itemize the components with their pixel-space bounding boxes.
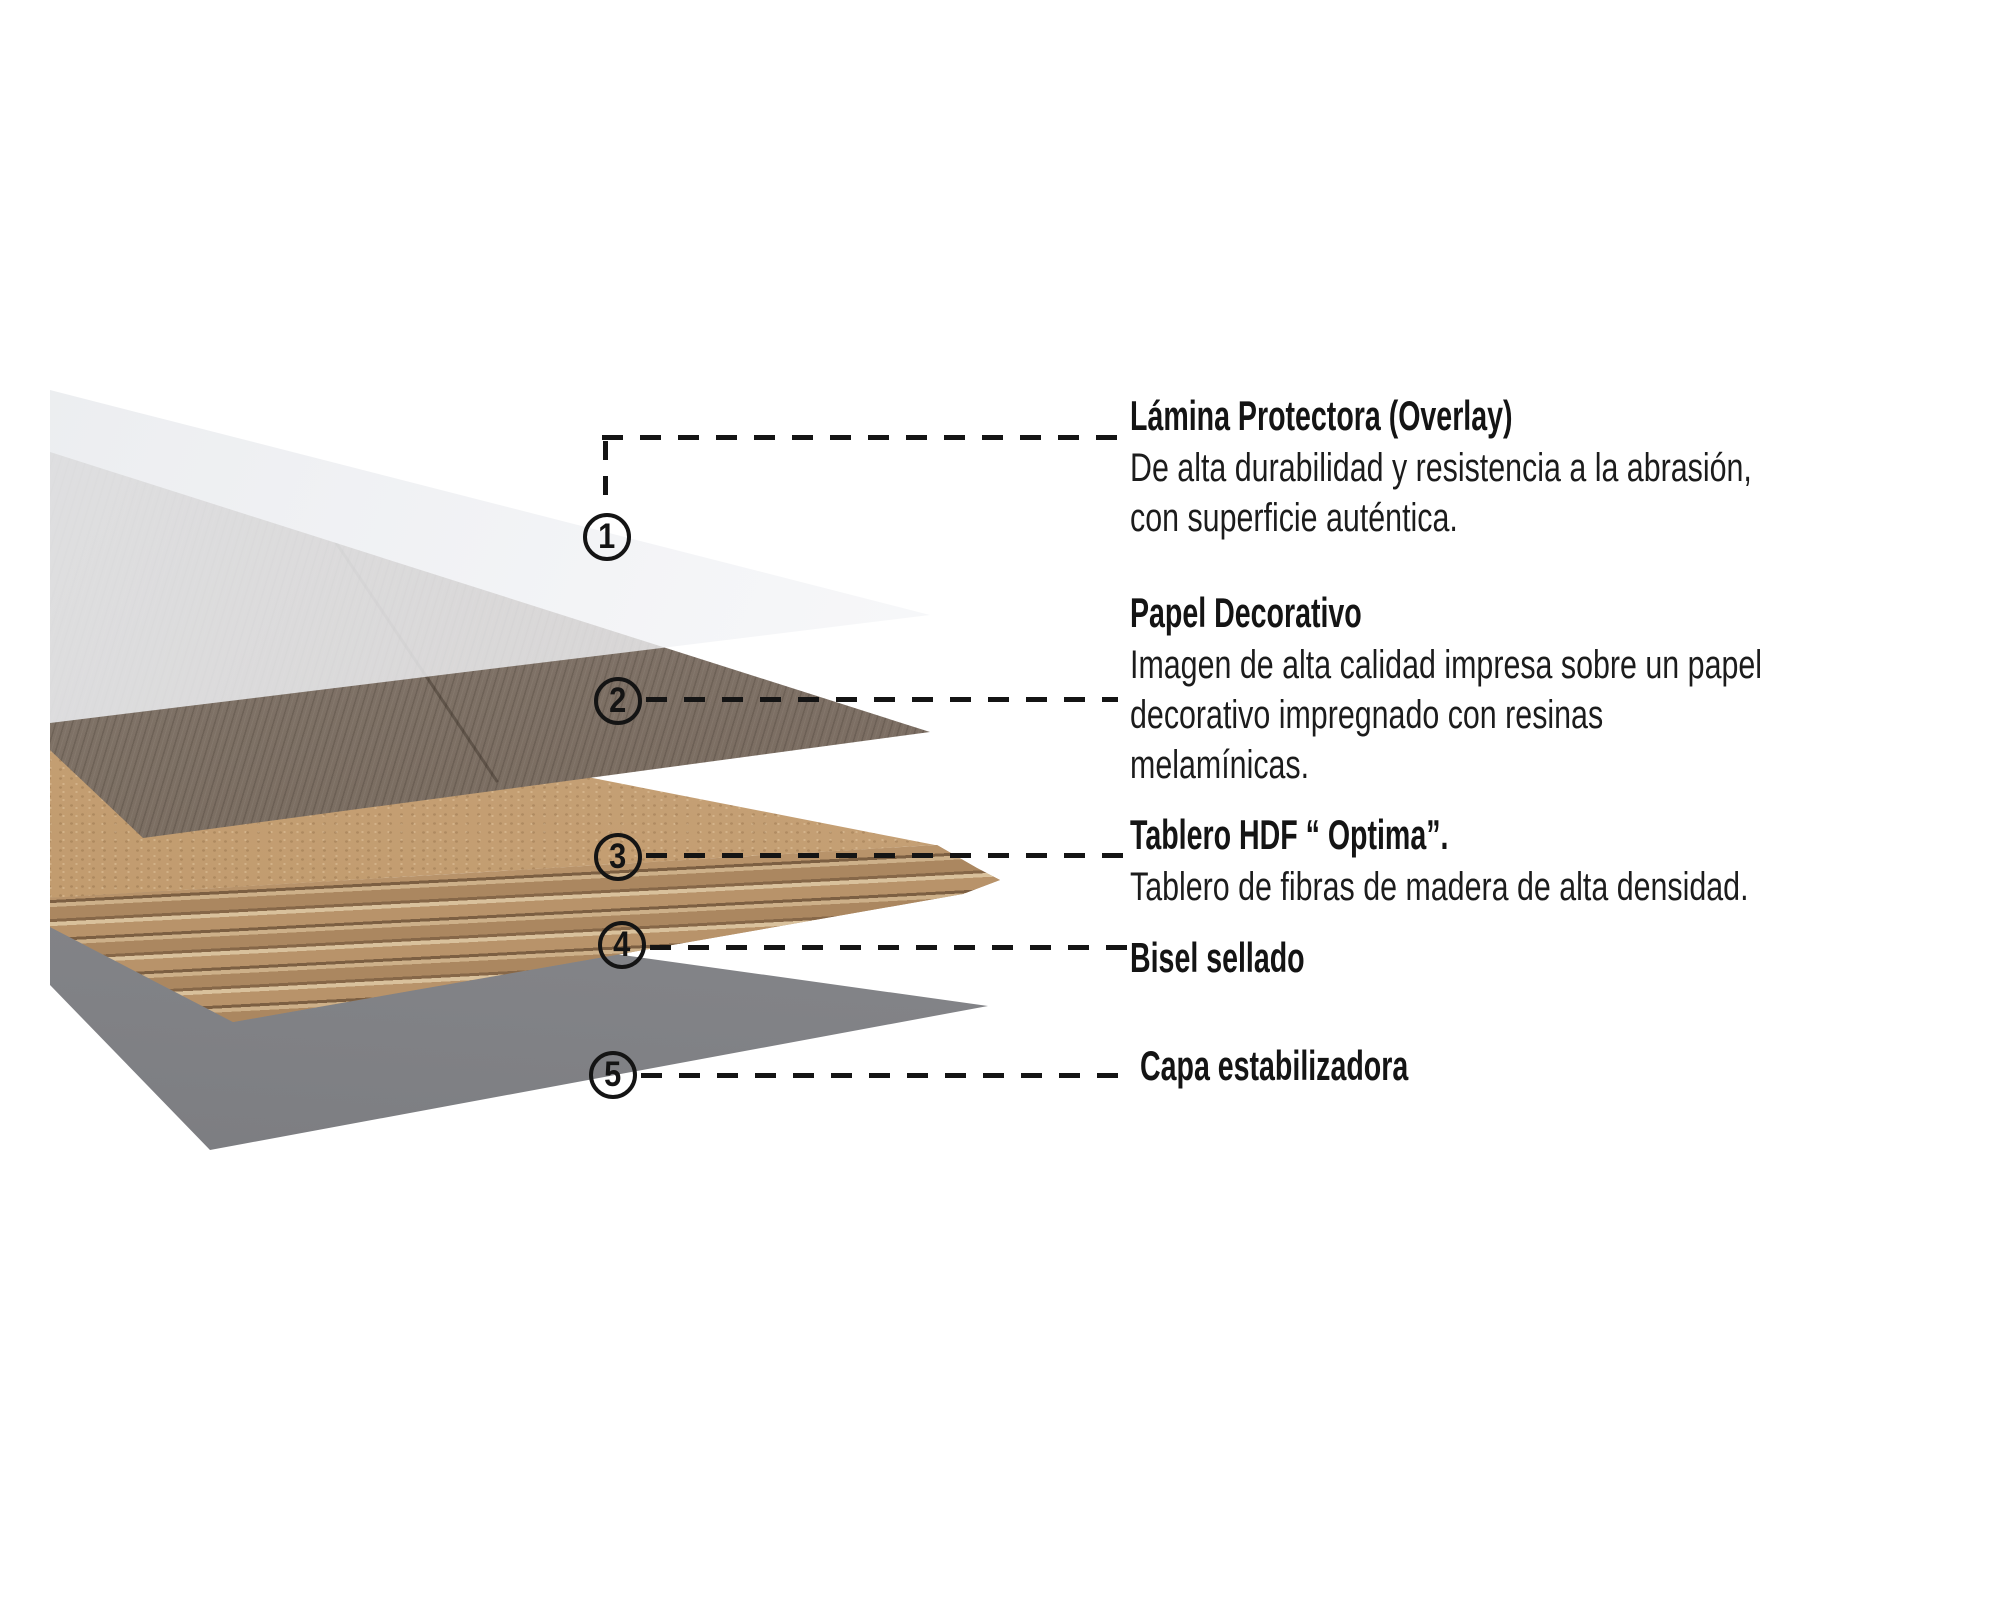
label-3-title: Tablero HDF “ Optima”. <box>1130 811 1449 858</box>
callout-number-2: 2 <box>609 681 627 720</box>
label-2-description: Imagen de alta calidad impresa sobre un … <box>1130 643 1763 787</box>
label-5-title: Capa estabilizadora <box>1140 1042 1409 1089</box>
callout-circle-5: 5 <box>589 1051 637 1099</box>
label-papel-decorativo: Papel Decorativo Imagen de alta calidad … <box>1130 586 1962 790</box>
callout-number-4: 4 <box>613 925 631 964</box>
leader-line-1-vertical <box>603 441 608 511</box>
leader-line-2 <box>646 697 1118 702</box>
callout-number-5: 5 <box>604 1055 622 1094</box>
label-lamina-protectora: Lámina Protectora (Overlay) De alta dura… <box>1130 389 1948 543</box>
leader-line-3 <box>646 853 1125 858</box>
callout-circle-4: 4 <box>598 921 646 969</box>
label-capa-estabilizadora: Capa estabilizadora <box>1140 1039 1534 1093</box>
callout-circle-1: 1 <box>583 513 631 561</box>
label-3-description: Tablero de fibras de madera de alta dens… <box>1130 865 1749 909</box>
callout-circle-3: 3 <box>594 833 642 881</box>
leader-line-4 <box>650 945 1127 950</box>
label-1-description: De alta durabilidad y resistencia a la a… <box>1130 446 1752 540</box>
leader-line-1-horizontal <box>602 435 1125 440</box>
label-1-title: Lámina Protectora (Overlay) <box>1130 392 1513 439</box>
callout-number-3: 3 <box>609 837 627 876</box>
label-4-title: Bisel sellado <box>1130 934 1305 981</box>
label-tablero-hdf: Tablero HDF “ Optima”. Tablero de fibras… <box>1130 808 1944 912</box>
callout-number-1: 1 <box>598 517 616 556</box>
label-bisel-sellado: Bisel sellado <box>1130 931 1387 985</box>
label-2-title: Papel Decorativo <box>1130 589 1362 636</box>
leader-line-5 <box>641 1073 1130 1078</box>
callout-circle-2: 2 <box>594 677 642 725</box>
